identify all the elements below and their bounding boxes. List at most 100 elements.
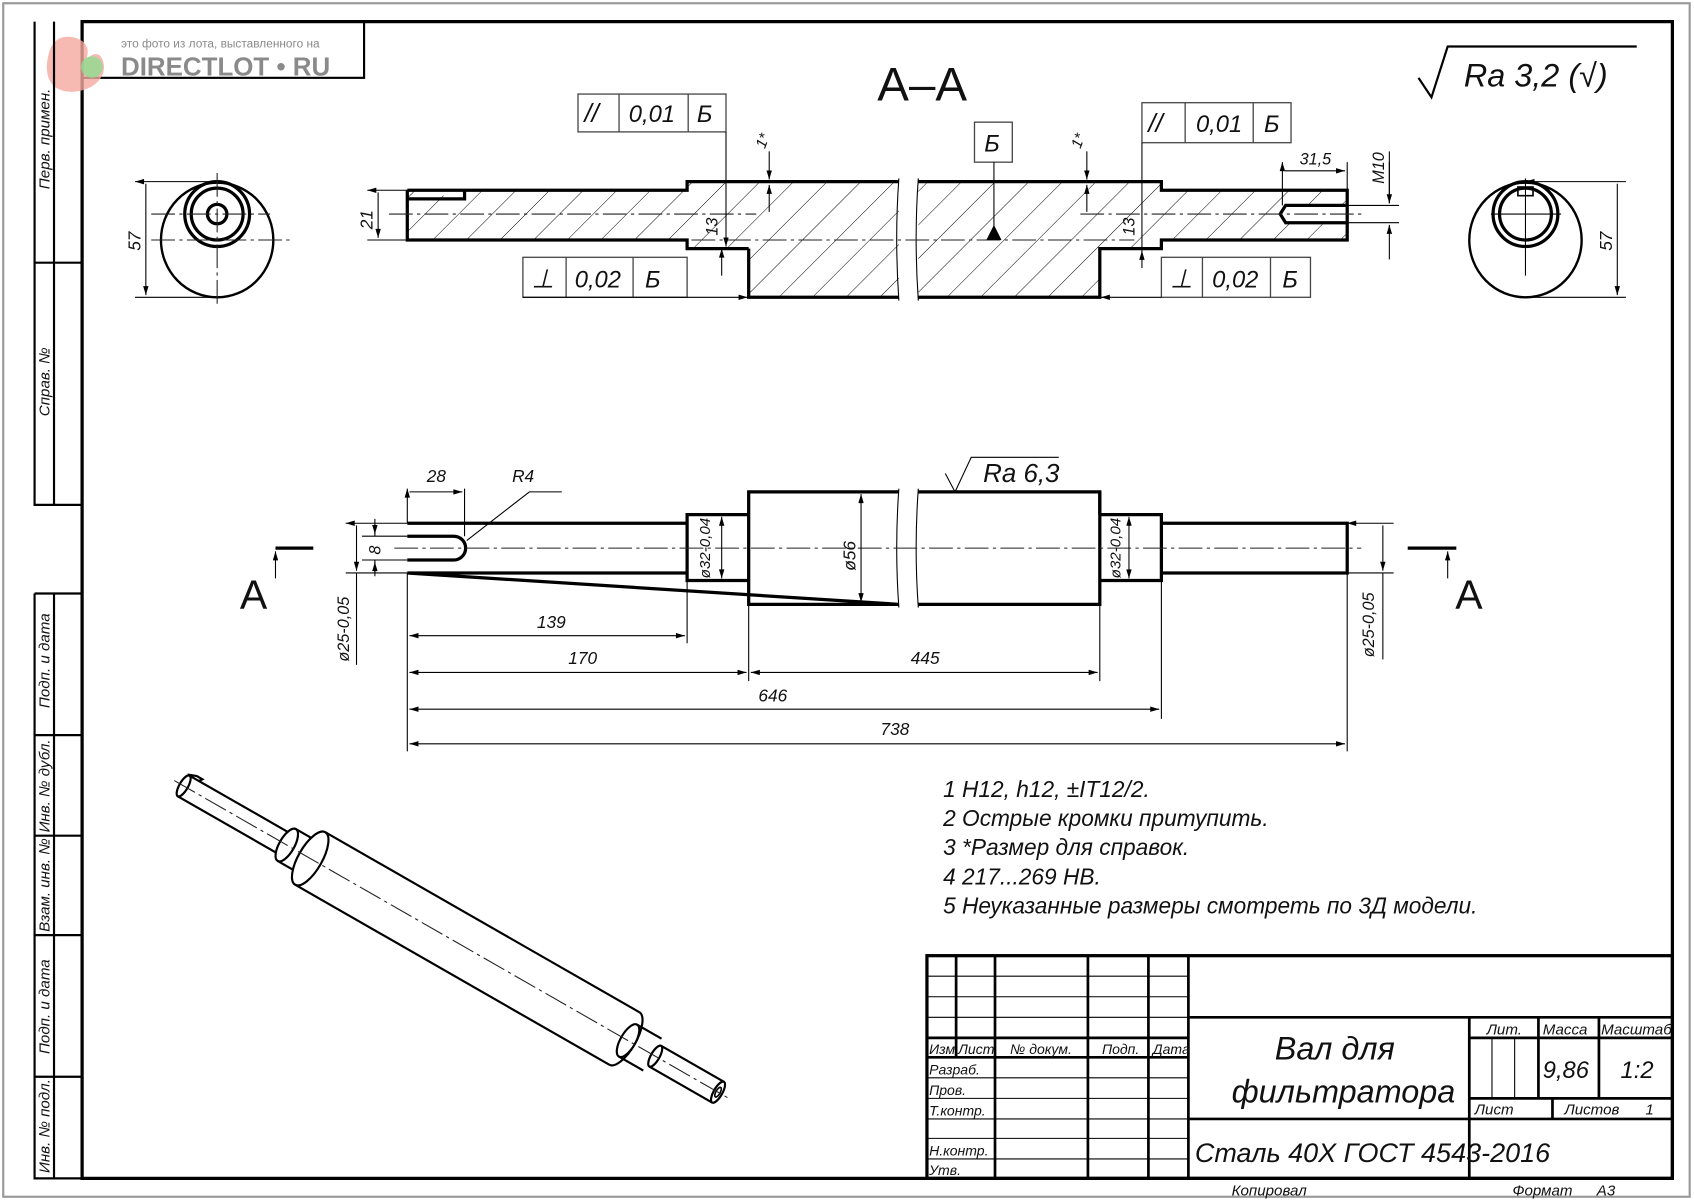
watermark: это фото из лота, выставленного на DIREC… xyxy=(46,36,330,92)
svg-text://: // xyxy=(582,100,601,128)
svg-text:21: 21 xyxy=(357,210,377,230)
svg-text:⊥: ⊥ xyxy=(1170,266,1193,294)
svg-text:13: 13 xyxy=(703,218,721,236)
svg-text:28: 28 xyxy=(426,466,447,486)
svg-text:Формат: Формат xyxy=(1513,1183,1573,1200)
svg-text:57: 57 xyxy=(124,230,144,251)
svg-text:31,5: 31,5 xyxy=(1300,150,1333,168)
svg-text:2 Острые кромки притупить.: 2 Острые кромки притупить. xyxy=(942,805,1269,831)
roughness-symbol-icon xyxy=(1417,45,1637,100)
part-name: Вал для xyxy=(1275,1030,1395,1066)
svg-text:3 *Размер для справок.: 3 *Размер для справок. xyxy=(943,834,1189,860)
svg-text:Листов: Листов xyxy=(1563,1102,1619,1119)
section-marker-left: А xyxy=(240,546,314,618)
svg-text:А: А xyxy=(1455,572,1483,618)
svg-text:DIRECTLOT • RU: DIRECTLOT • RU xyxy=(121,54,330,82)
svg-text:ø32-0,04: ø32-0,04 xyxy=(1107,518,1124,579)
svg-text:Инв. № дубл.: Инв. № дубл. xyxy=(37,739,54,832)
svg-text:⊥: ⊥ xyxy=(532,266,555,294)
svg-text:Ra 6,3: Ra 6,3 xyxy=(983,460,1060,488)
material: Сталь 40Х ГОСТ 4543-2016 xyxy=(1195,1138,1551,1168)
svg-text:Н.контр.: Н.контр. xyxy=(929,1143,988,1159)
svg-text:Перв. примен.: Перв. примен. xyxy=(37,89,54,190)
svg-text://: // xyxy=(1146,110,1165,138)
svg-text:Б: Б xyxy=(1282,267,1297,294)
end-view-left: 57 xyxy=(124,173,292,309)
svg-text:5 Неуказанные размеры смотреть: 5 Неуказанные размеры смотреть по 3Д мод… xyxy=(943,893,1477,919)
squirrel-logo-icon xyxy=(46,36,104,92)
svg-text:1 H12, h12, ±IT12/2.: 1 H12, h12, ±IT12/2. xyxy=(943,776,1150,802)
roughness-symbol-icon xyxy=(944,456,1059,494)
svg-text:9,86: 9,86 xyxy=(1543,1057,1590,1084)
svg-text:ø56: ø56 xyxy=(840,541,860,571)
svg-text:1*: 1* xyxy=(753,130,774,150)
svg-text:1:2: 1:2 xyxy=(1621,1057,1654,1084)
svg-text:445: 445 xyxy=(911,648,940,668)
technical-notes: 1 H12, h12, ±IT12/2. 2 Острые кромки при… xyxy=(942,776,1477,919)
main-view: А А Ra 6,3 28 R4 8 ø25-0,05 ø32-0,04 ø56… xyxy=(240,456,1483,752)
svg-text:1*: 1* xyxy=(1068,130,1089,150)
svg-text:Т.контр.: Т.контр. xyxy=(929,1103,986,1119)
tolerance-perpendicular-left: ⊥ 0,02 Б xyxy=(522,256,748,300)
svg-text:646: 646 xyxy=(758,686,787,706)
svg-text:Изм.: Изм. xyxy=(929,1041,959,1057)
svg-text:Справ. №: Справ. № xyxy=(37,347,54,416)
section-marker-right: А xyxy=(1407,546,1483,618)
datum-b: Б xyxy=(973,121,1013,240)
svg-text:0,02: 0,02 xyxy=(1212,267,1258,294)
svg-text:738: 738 xyxy=(880,719,909,739)
svg-text:139: 139 xyxy=(537,612,566,632)
svg-text:Взам. инв. №: Взам. инв. № xyxy=(37,838,54,932)
section-title: А–А xyxy=(877,59,967,112)
part-name: фильтратора xyxy=(1232,1074,1456,1110)
svg-text:Подп.: Подп. xyxy=(1102,1041,1139,1057)
svg-text:это фото из лота, выставленног: это фото из лота, выставленного на xyxy=(121,37,320,51)
svg-text:13: 13 xyxy=(1120,218,1138,236)
svg-text:ø25-0,05: ø25-0,05 xyxy=(1360,591,1378,657)
svg-text:57: 57 xyxy=(1596,230,1616,251)
svg-text:1: 1 xyxy=(1645,1102,1653,1119)
side-strip: Перв. примен. Справ. № Подп. и дата Инв.… xyxy=(33,21,83,1180)
svg-text:Разраб.: Разраб. xyxy=(929,1062,980,1078)
svg-text:Б: Б xyxy=(645,267,660,294)
svg-text:Пров.: Пров. xyxy=(929,1082,966,1098)
svg-text:Подп. и дата: Подп. и дата xyxy=(37,959,54,1054)
svg-text:Б: Б xyxy=(697,101,712,128)
svg-text:ø25-0,05: ø25-0,05 xyxy=(335,596,353,662)
gem-icon xyxy=(81,56,103,78)
drawing-frame xyxy=(80,19,1675,1180)
svg-text:Масса: Масса xyxy=(1543,1022,1588,1039)
svg-text:Подп. и дата: Подп. и дата xyxy=(37,613,54,708)
section-a-a: А–А Ra 3,2 (√) // 0,01 Б ⊥ 0,02 Б // xyxy=(124,45,1637,309)
svg-text:Лист: Лист xyxy=(957,1041,994,1057)
svg-text:А: А xyxy=(240,572,268,618)
svg-text:Утв.: Утв. xyxy=(928,1162,961,1178)
svg-text:R4: R4 xyxy=(512,466,534,486)
svg-text:Лист: Лист xyxy=(1474,1102,1514,1119)
tolerance-perpendicular-right: ⊥ 0,02 Б xyxy=(1100,256,1312,300)
svg-text:4 217...269 HB.: 4 217...269 HB. xyxy=(943,863,1101,889)
svg-text:Ra 3,2 (√): Ra 3,2 (√) xyxy=(1464,57,1608,93)
svg-text:Лит.: Лит. xyxy=(1486,1022,1522,1039)
svg-text:№ докум.: № докум. xyxy=(1010,1041,1072,1057)
svg-text:ø32-0,04: ø32-0,04 xyxy=(697,518,714,579)
title-block: Изм. Лист № докум. Подп. Дата Разраб. Пр… xyxy=(925,954,1675,1200)
svg-text:Инв. № подл.: Инв. № подл. xyxy=(37,1079,54,1173)
isometric-view xyxy=(174,773,728,1104)
svg-text:Дата: Дата xyxy=(1151,1041,1190,1057)
svg-text:Копировал: Копировал xyxy=(1232,1183,1308,1200)
svg-text:Б: Б xyxy=(984,130,999,157)
svg-text:M10: M10 xyxy=(1370,152,1388,184)
svg-text:0,01: 0,01 xyxy=(629,101,675,128)
svg-text:Б: Б xyxy=(1264,111,1279,138)
svg-text:0,01: 0,01 xyxy=(1196,111,1242,138)
svg-text:8: 8 xyxy=(366,546,384,555)
svg-text:Масштаб: Масштаб xyxy=(1601,1022,1672,1039)
svg-text:170: 170 xyxy=(568,648,597,668)
svg-text:0,02: 0,02 xyxy=(575,267,621,294)
tolerance-parallel-left: // 0,01 Б xyxy=(577,93,729,247)
svg-text:А3: А3 xyxy=(1596,1183,1616,1200)
tolerance-parallel-right: // 0,01 Б xyxy=(1141,102,1292,258)
